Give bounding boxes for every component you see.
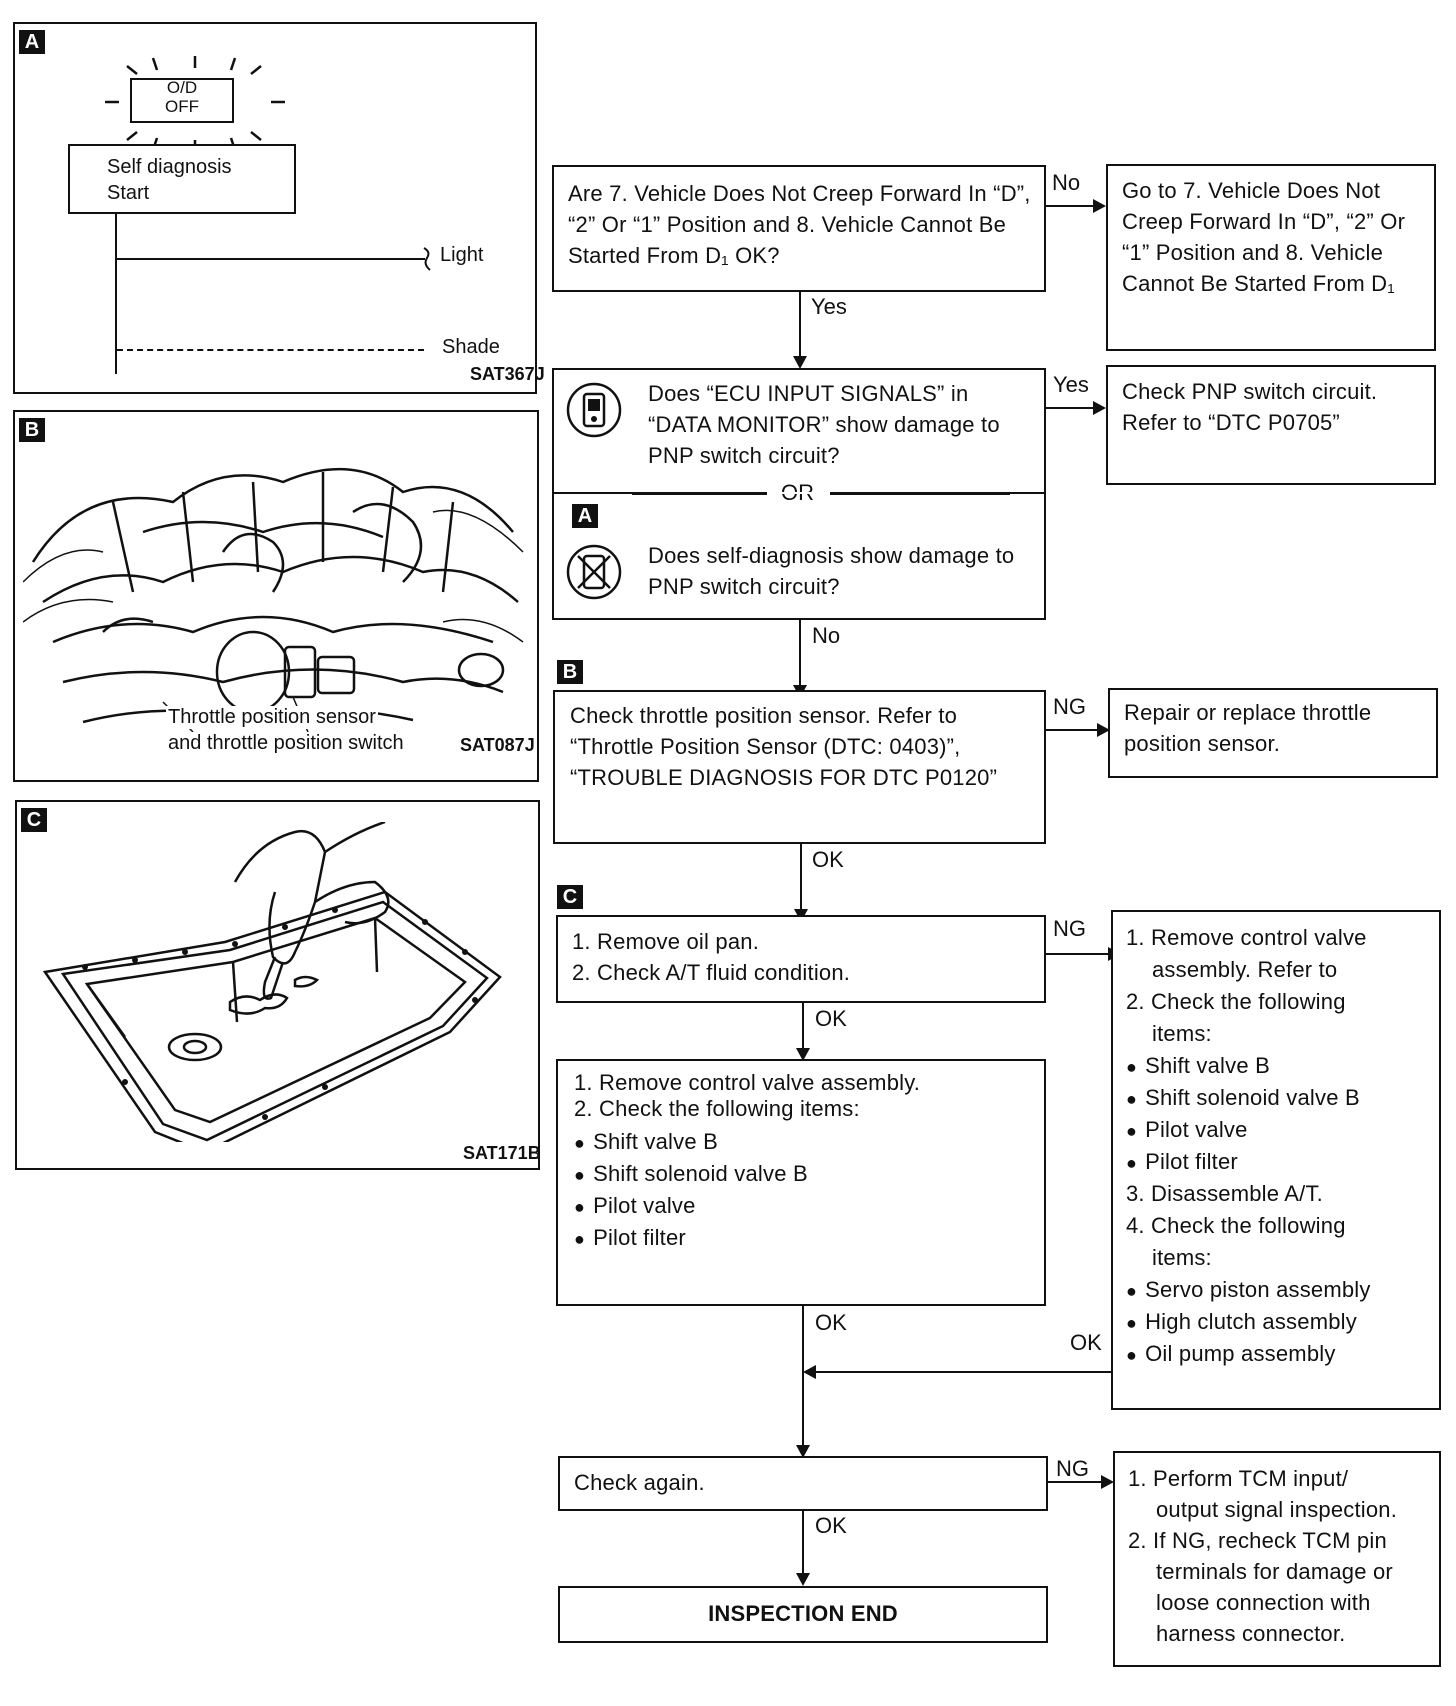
goto-7-text: Go to 7. Vehicle Does Not Creep Forward … [1122, 178, 1406, 296]
right-step-2b: items: [1152, 1021, 1212, 1046]
right-ok-label: OK [1070, 1330, 1102, 1355]
goto-7-box [1106, 164, 1436, 351]
right-step-2a: 2. Check the following [1126, 989, 1346, 1014]
q1-yes-label: Yes [811, 294, 847, 319]
again-ng-label: NG [1056, 1456, 1089, 1481]
right-step-3: 3. Disassemble A/T. [1126, 1181, 1323, 1206]
question-2-bottom-text: Does self-diagnosis show damage to PNP s… [648, 543, 1015, 599]
oil-pan-illustration [42, 822, 502, 1142]
light-label: Light [440, 244, 484, 266]
self-diagnosis-label: Self diagnosis Start [107, 156, 232, 204]
self-diagnosis-box [68, 144, 296, 214]
tps-tag: B [557, 660, 583, 684]
tps-caption-line2: and throttle position switch [166, 732, 406, 755]
tcm-step-2a: 2. If NG, recheck TCM pin [1128, 1528, 1387, 1553]
cv-step-1: 1. Remove control valve assembly. [574, 1070, 921, 1095]
tcm-step-1a: 1. Perform TCM input/ [1128, 1466, 1349, 1491]
consult-tool-icon [566, 382, 622, 438]
q1-no-label: No [1052, 170, 1081, 195]
q2-no-label: No [812, 623, 841, 648]
od-off-label: O/D OFF [165, 78, 199, 116]
shade-line [117, 349, 424, 351]
self-diagnosis-icon [566, 544, 622, 600]
question-1-text: Are 7. Vehicle Does Not Creep Forward In… [568, 181, 1031, 268]
right-item: Shift solenoid valve B [1126, 1082, 1360, 1115]
engine-illustration [23, 467, 524, 732]
tps-text: Check throttle position sensor. Refer to… [570, 703, 998, 790]
cv-item: Shift valve B [574, 1126, 718, 1159]
right-step-1a: 1. Remove control valve [1126, 925, 1367, 950]
panel-b-ref: SAT087J [460, 735, 535, 755]
tps-ok-label: OK [812, 847, 844, 872]
pnp-text: Check PNP switch circuit. Refer to “DTC … [1122, 379, 1378, 435]
question-2-top-text: Does “ECU INPUT SIGNALS” in “DATA MONITO… [648, 381, 1000, 468]
right-item: Pilot valve [1126, 1114, 1248, 1147]
od-off-indicator [130, 78, 234, 123]
tcm-step-2d: harness connector. [1156, 1621, 1346, 1646]
question-1-box [552, 165, 1046, 292]
right-item: Servo piston assembly [1126, 1274, 1371, 1307]
cv-item: Pilot filter [574, 1222, 686, 1255]
q2-yes-label: Yes [1053, 372, 1089, 397]
right-item: Pilot filter [1126, 1146, 1238, 1179]
cv-step-2: 2. Check the following items: [574, 1096, 860, 1121]
tps-repair-text: Repair or replace throttle position sens… [1124, 700, 1372, 756]
tps-box [553, 690, 1046, 844]
right-item: Shift valve B [1126, 1050, 1270, 1083]
tcm-step-1b: output signal inspection. [1156, 1497, 1398, 1522]
tps-ng-label: NG [1053, 694, 1086, 719]
panel-a-tag: A [19, 30, 45, 54]
oil-step-2: 2. Check A/T fluid condition. [572, 960, 851, 985]
inspection-end-text: INSPECTION END [708, 1601, 898, 1626]
panel-c-ref: SAT171B [463, 1143, 541, 1163]
panel-a: A O/D OFF Self diagnosis Start Light Sha… [13, 22, 545, 394]
right-step-1b: assembly. Refer to [1152, 957, 1338, 982]
check-again-box [558, 1456, 1048, 1511]
tcm-step-2c: loose connection with [1156, 1590, 1371, 1615]
cv-item: Pilot valve [574, 1190, 696, 1223]
shade-label: Shade [442, 336, 500, 358]
right-step-4b: items: [1152, 1245, 1212, 1270]
oil-tag: C [557, 885, 583, 909]
question-2-tag: A [572, 504, 598, 528]
oil-pan-box [556, 915, 1046, 1003]
panel-b: B Throttle position sensor and throttle … [13, 410, 539, 782]
tcm-box [1113, 1451, 1441, 1667]
oil-step-1: 1. Remove oil pan. [572, 929, 760, 954]
cv-item: Shift solenoid valve B [574, 1158, 808, 1191]
right-step-4a: 4. Check the following [1126, 1213, 1346, 1238]
again-ok-label: OK [815, 1513, 847, 1538]
oil-ng-label: NG [1053, 916, 1086, 941]
tps-repair-box [1108, 688, 1438, 778]
panel-a-ref: SAT367J [470, 364, 545, 384]
cv-ok-label: OK [815, 1310, 847, 1335]
oil-ok-label: OK [815, 1006, 847, 1031]
right-item: High clutch assembly [1126, 1306, 1357, 1339]
check-again-text: Check again. [574, 1470, 705, 1495]
panel-c: C SAT171B [15, 800, 541, 1170]
panel-b-tag: B [19, 418, 45, 442]
pnp-box [1106, 365, 1436, 485]
tcm-step-2b: terminals for damage or [1156, 1559, 1393, 1584]
inspection-end-box [558, 1586, 1048, 1643]
panel-c-tag: C [21, 808, 47, 832]
right-item: Oil pump assembly [1126, 1338, 1336, 1371]
tps-caption-line1: Throttle position sensor [166, 706, 378, 729]
